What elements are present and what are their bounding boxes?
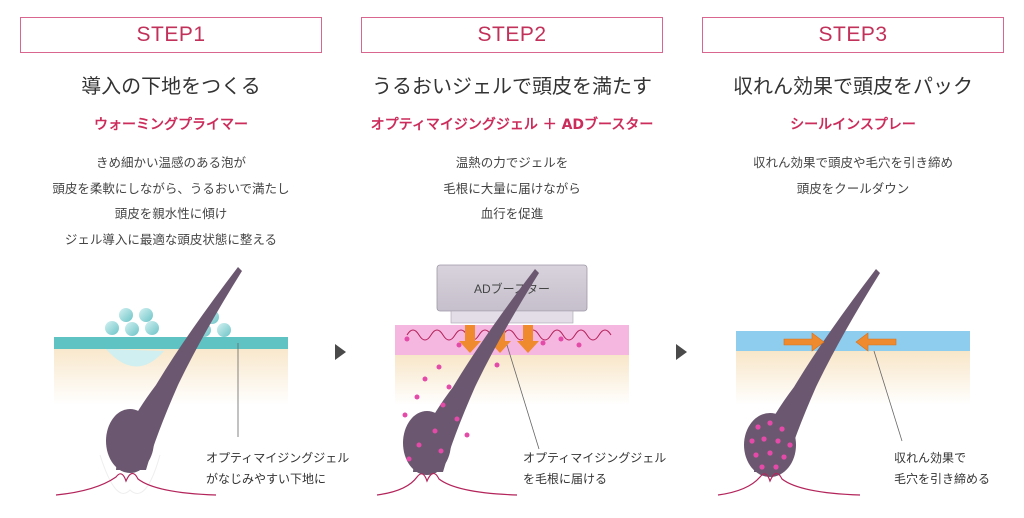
- step3-callout-line: 毛穴を引き締める: [894, 472, 991, 486]
- step1-product: ウォーミングプライマー: [94, 117, 248, 133]
- step1-desc-line: 頭皮を親水性に傾け: [114, 206, 228, 221]
- step3-label: STEP3: [702, 17, 1004, 53]
- hair-bulb: [403, 411, 451, 475]
- step3-product: シールインスプレー: [790, 117, 916, 133]
- step3-description: 収れん効果で頭皮や毛穴を引き締め 頭皮をクールダウン: [688, 150, 1018, 201]
- step3-desc-line: 収れん効果で頭皮や毛穴を引き締め: [752, 155, 953, 170]
- step1-desc-line: きめ細かい温感のある泡が: [95, 155, 246, 170]
- heat-wave: [406, 329, 612, 341]
- skin-layer: [736, 351, 970, 405]
- step1-callout-line: オプティマイジングジェル: [206, 451, 350, 465]
- step2-description: 温熱の力でジェルを 毛根に大量に届けながら 血行を促進: [347, 150, 677, 227]
- step1-title: 導入の下地をつくる: [81, 74, 261, 98]
- step1-scalp-illustration: [54, 267, 288, 496]
- device-label: ADブースター: [474, 281, 550, 296]
- cool-layer: [736, 331, 970, 351]
- step3-desc-line: 頭皮をクールダウン: [796, 180, 910, 196]
- step2-desc-line: 毛根に大量に届けながら: [443, 180, 581, 196]
- step2-callout-line: オプティマイジングジェル: [523, 451, 667, 465]
- step1-desc-line: 頭皮を柔軟にしながら、うるおいで満たし: [52, 180, 290, 196]
- callout-line: [873, 350, 903, 442]
- step2-title: うるおいジェルで頭皮を満たす: [372, 74, 652, 98]
- step1-panel: STEP1 導入の下地をつくる ウォーミングプライマー きめ細かい温感のある泡が…: [6, 0, 349, 518]
- step3-panel: STEP3 収れん効果で頭皮をパック シールインスプレー 収れん効果で頭皮や毛穴…: [688, 0, 1018, 518]
- step2-callout: オプティマイジングジェル を毛根に届ける: [523, 448, 666, 490]
- step3-callout: 収れん効果で 毛穴を引き締める: [894, 448, 990, 490]
- step2-desc-line: 血行を促進: [480, 206, 544, 221]
- step2-callout-line: を毛根に届ける: [523, 472, 608, 486]
- step1-description: きめ細かい温感のある泡が 頭皮を柔軟にしながら、うるおいで満たし 頭皮を親水性に…: [6, 150, 336, 252]
- gel-particles: [402, 336, 582, 462]
- hair-bulb: [106, 409, 154, 473]
- step1-desc-line: ジェル導入に最適な頭皮状態に整える: [64, 231, 278, 247]
- blood-vessel: [55, 472, 217, 496]
- blood-vessel: [717, 472, 861, 496]
- step1-callout: オプティマイジングジェル がなじみやすい下地に: [206, 448, 349, 490]
- step3-title: 収れん効果で頭皮をパック: [733, 74, 973, 98]
- tighten-arrows: [783, 332, 897, 352]
- callout-line: [506, 344, 540, 450]
- bulb-particles: [749, 420, 793, 470]
- step2-scalp-illustration: ADブースター: [376, 264, 629, 496]
- flow-arrow-icon: [676, 344, 687, 360]
- step1-callout-line: がなじみやすい下地に: [206, 472, 327, 486]
- step3-callout-line: 収れん効果で: [894, 451, 967, 465]
- step2-desc-line: 温熱の力でジェルを: [455, 155, 569, 170]
- skin-layer: [395, 355, 629, 405]
- flow-arrow-icon: [335, 344, 346, 360]
- step2-label: STEP2: [361, 17, 663, 53]
- step1-label: STEP1: [20, 17, 322, 53]
- blood-vessel: [376, 472, 518, 496]
- gel-layer: [395, 325, 629, 355]
- step2-panel: STEP2 うるおいジェルで頭皮を満たす オプティマイジングジェル ＋ ADブー…: [347, 0, 677, 518]
- step3-scalp-illustration: [717, 269, 970, 496]
- step2-product: オプティマイジングジェル ＋ ADブースター: [370, 117, 654, 133]
- gel-surface-layer: [54, 337, 288, 349]
